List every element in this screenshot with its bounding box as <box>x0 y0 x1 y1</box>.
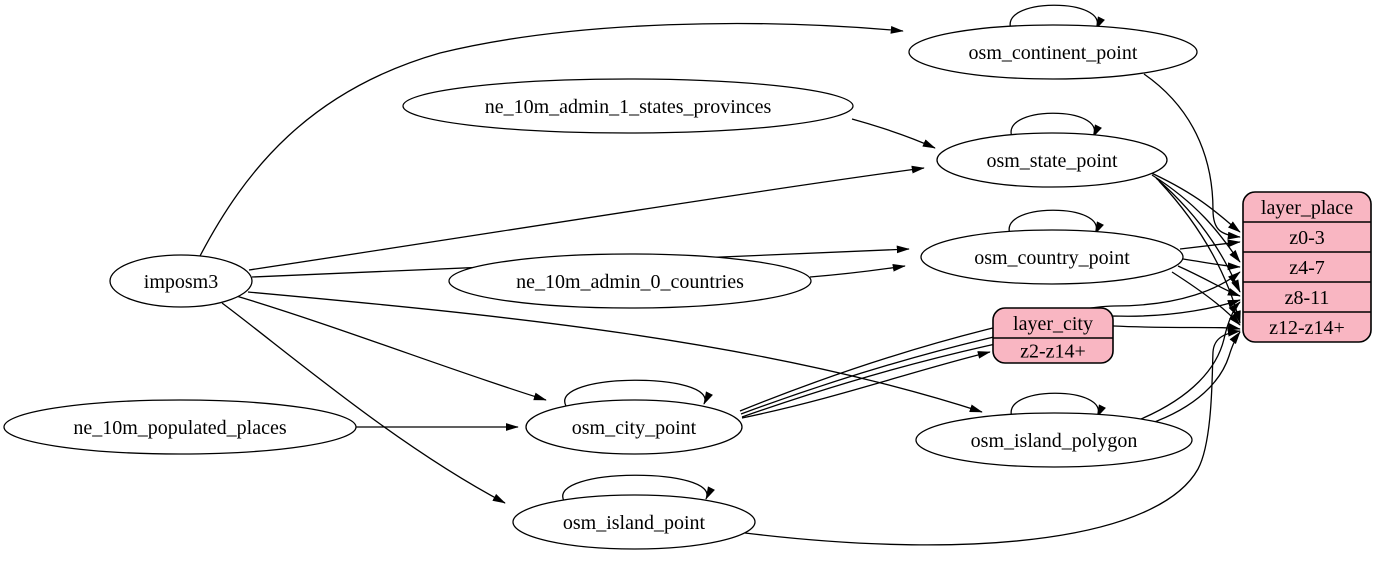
record-title-layer_city: layer_city <box>1013 313 1093 335</box>
edge-osm_country_point-to-layer_place.z12-z14+ <box>1171 271 1241 326</box>
edge-osm_city_point-to-layer_city.z2-z14+ <box>741 351 991 419</box>
node-ne_10m_populated_places: ne_10m_populated_places <box>3 399 357 455</box>
node-shape-imposm3 <box>109 254 253 308</box>
edge-ne_10m_admin_1_states_provinces-to-osm_state_point <box>851 118 936 149</box>
self-loop-osm_continent_point <box>1009 4 1105 32</box>
edge-osm_country_point-to-layer_place.z4-7 <box>1182 258 1241 271</box>
node-label-osm_state_point: osm_state_point <box>986 150 1118 172</box>
node-shape-osm_state_point <box>936 132 1168 188</box>
edge-osm_island_point-to-layer_place.z12-z14+ <box>744 328 1241 546</box>
edge-osm_country_point-to-layer_place.z8-11 <box>1177 265 1241 297</box>
edge-imposm3-to-osm_state_point <box>248 165 925 271</box>
node-label-ne_10m_admin_0_countries: ne_10m_admin_0_countries <box>516 271 744 293</box>
edge-osm_island_polygon-to-layer_place.z8-11 <box>1140 301 1241 420</box>
edge-imposm3-to-osm_continent_point <box>199 22 904 257</box>
node-layer_city: layer_city z2-z14+ <box>992 307 1114 364</box>
edge-imposm3-to-osm_island_polygon <box>247 291 983 413</box>
nodes-layer: imposm3 ne_10m_admin_1_states_provincesne… <box>3 24 1198 550</box>
node-label-osm_island_point: osm_island_point <box>563 512 706 534</box>
edge-ne_10m_admin_0_countries-to-osm_country_point <box>809 263 906 278</box>
edges-layer <box>199 4 1241 546</box>
node-label-imposm3: imposm3 <box>144 271 218 293</box>
edge-osm_city_point-to-layer_place.z4-7 <box>739 271 1241 412</box>
node-shape-osm_continent_point <box>908 24 1198 80</box>
node-osm_country_point: osm_country_point <box>920 229 1184 285</box>
node-osm_continent_point: osm_continent_point <box>908 24 1198 80</box>
self-loop-osm_state_point <box>1010 112 1102 140</box>
node-shape-osm_country_point <box>920 229 1184 285</box>
node-imposm3: imposm3 <box>109 254 253 308</box>
edge-osm_city_point-to-layer_place.z12-z14+ <box>741 322 1241 418</box>
node-label-ne_10m_populated_places: ne_10m_populated_places <box>73 417 286 439</box>
node-osm_island_point: osm_island_point <box>512 494 756 550</box>
node-label-osm_continent_point: osm_continent_point <box>969 42 1138 64</box>
node-shape-osm_island_polygon <box>915 412 1193 468</box>
record-title-layer_place: layer_place <box>1261 197 1353 219</box>
node-label-osm_country_point: osm_country_point <box>974 247 1130 269</box>
node-shape-ne_10m_admin_0_countries <box>448 253 812 309</box>
node-osm_state_point: osm_state_point <box>936 132 1168 188</box>
node-osm_city_point: osm_city_point <box>525 399 743 455</box>
record-row-layer_place-z8-11: z8-11 <box>1285 287 1330 309</box>
edge-osm_state_point-to-layer_place.z4-7 <box>1151 174 1241 263</box>
node-shape-ne_10m_admin_1_states_provinces <box>402 78 854 134</box>
edge-imposm3-to-osm_island_point <box>221 302 506 504</box>
node-label-osm_island_polygon: osm_island_polygon <box>971 430 1138 452</box>
record-row-layer_place-z0-3: z0-3 <box>1289 227 1325 249</box>
node-label-osm_city_point: osm_city_point <box>572 417 697 439</box>
record-row-layer_city-z2-z14+: z2-z14+ <box>1020 341 1086 363</box>
edge-imposm3-to-osm_city_point <box>232 294 547 401</box>
node-shape-ne_10m_populated_places <box>3 399 357 455</box>
edge-osm_state_point-to-layer_place.z0-3 <box>1146 170 1241 233</box>
edge-osm_country_point-to-layer_place.z0-3 <box>1179 239 1241 250</box>
self-loop-osm_country_point <box>1008 209 1104 237</box>
records-layer: layer_city z2-z14+ layer_place z0-3 z4-7 z8-1… <box>992 191 1372 364</box>
edge-osm_island_polygon-to-layer_place.z12-z14+ <box>1148 331 1241 425</box>
edge-osm_continent_point-to-layer_place.z0-3 <box>1143 73 1241 240</box>
record-shape-layer_place <box>1242 191 1372 343</box>
self-loop-osm_island_point <box>562 474 715 502</box>
self-loop-osm_city_point <box>564 379 713 407</box>
node-shape-osm_city_point <box>525 399 743 455</box>
record-row-layer_place-z12-z14+: z12-z14+ <box>1269 317 1345 339</box>
record-row-layer_place-z4-7: z4-7 <box>1289 257 1325 279</box>
node-ne_10m_admin_1_states_provinces: ne_10m_admin_1_states_provinces <box>402 78 854 134</box>
record-shape-layer_city <box>992 307 1114 364</box>
node-layer_place: layer_place z0-3 z4-7 z8-11 z12-z14+ <box>1242 191 1372 343</box>
self-loop-osm_island_polygon <box>1010 392 1106 420</box>
node-ne_10m_admin_0_countries: ne_10m_admin_0_countries <box>448 253 812 309</box>
node-osm_island_polygon: osm_island_polygon <box>915 412 1193 468</box>
node-shape-osm_island_point <box>512 494 756 550</box>
node-label-ne_10m_admin_1_states_provinces: ne_10m_admin_1_states_provinces <box>485 96 772 118</box>
edge-osm_city_point-to-layer_place.z8-11 <box>740 299 1241 415</box>
